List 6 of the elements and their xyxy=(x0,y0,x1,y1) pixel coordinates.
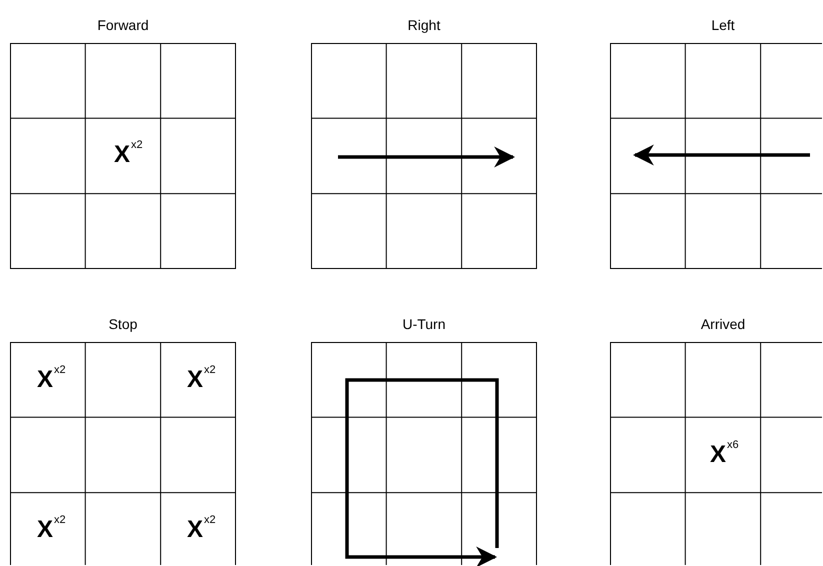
panel-title: Arrived xyxy=(700,316,746,332)
panel-title: Stop xyxy=(108,316,138,332)
panel-title: Left xyxy=(710,17,736,33)
panel-title: Right xyxy=(406,17,442,33)
panel-title: Forward xyxy=(96,17,150,33)
panel-title: U-Turn xyxy=(401,316,447,332)
